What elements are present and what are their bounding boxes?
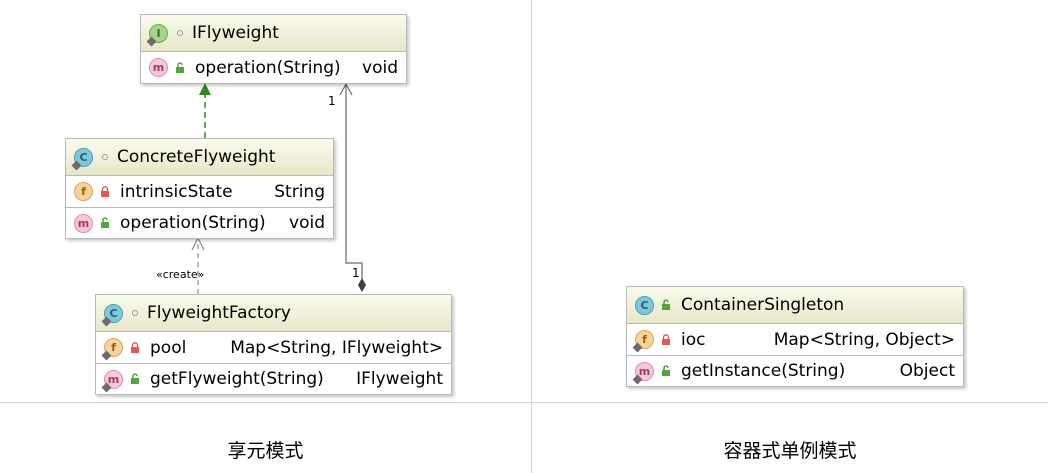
field-row: f intrinsicState String [66,176,333,207]
class-icon: C [635,295,654,315]
field-icon: f [632,330,654,353]
field-icon: f [74,182,93,201]
class-concrete-flyweight[interactable]: C ConcreteFlyweight f intrinsicState Str… [65,138,334,239]
class-flyweight-factory[interactable]: C FlyweightFactory f pool Map<String, IF… [95,294,452,395]
method-type: IFlyweight [356,369,443,389]
class-header: C ContainerSingleton [627,287,963,324]
multiplicity-bottom: 1 [352,266,360,280]
public-lock-icon [129,373,141,385]
class-name: ContainerSingleton [681,295,845,315]
method-icon: m [101,369,123,392]
interface-icon: I [146,23,168,46]
method-type: Object [899,361,955,381]
singleton-caption: 容器式单例模式 [723,440,857,462]
association-arrowhead [339,82,353,96]
field-name: intrinsicState [120,181,233,202]
class-header: C ConcreteFlyweight [66,139,333,176]
aggregation-diamond [358,278,366,292]
field-row: f ioc Map<String, Object> [627,324,963,355]
flyweight-caption: 享元模式 [227,440,304,462]
public-lock-icon [174,61,186,74]
class-name: FlyweightFactory [147,303,291,323]
method-row: m operation(String) void [141,52,406,83]
method-type: void [289,213,325,233]
public-lock-icon [660,299,672,311]
method-row: m getInstance(String) Object [627,355,963,386]
method-icon: m [149,58,168,77]
caption-divider [0,402,1048,403]
field-type: Map<String, Object> [773,329,955,350]
private-lock-icon [99,185,111,198]
method-type: void [362,57,398,78]
class-name: ConcreteFlyweight [117,147,276,167]
class-container-singleton[interactable]: C ContainerSingleton f ioc Map<String, O… [626,286,964,387]
private-lock-icon [129,341,141,354]
create-stereotype-label: «create» [156,268,205,281]
association-line [345,84,363,282]
panel-divider [531,0,532,473]
field-type: String [274,181,325,202]
package-visibility-icon [177,30,183,36]
class-icon: C [101,303,123,326]
public-lock-icon [660,365,672,377]
private-lock-icon [660,333,672,346]
field-icon: f [101,338,123,361]
public-lock-icon [99,217,111,229]
realization-arrowhead [199,83,211,95]
class-header: C FlyweightFactory [96,295,451,332]
field-name: pool [150,337,187,358]
class-icon: C [71,147,93,170]
field-name: ioc [681,329,706,350]
class-iflyweight[interactable]: I IFlyweight m operation(String) void [140,14,407,84]
method-name: operation(String) [195,57,341,78]
multiplicity-top: 1 [328,94,336,108]
package-visibility-icon [102,154,108,160]
package-visibility-icon [132,310,138,316]
field-row: f pool Map<String, IFlyweight> [96,332,451,363]
field-type: Map<String, IFlyweight> [230,337,443,358]
method-icon: m [74,213,93,233]
method-row: m getFlyweight(String) IFlyweight [96,363,451,394]
class-name: IFlyweight [192,23,279,43]
method-name: getFlyweight(String) [150,369,324,389]
method-icon: m [632,361,654,384]
method-name: getInstance(String) [681,361,846,381]
class-header: I IFlyweight [141,15,406,52]
method-name: operation(String) [120,213,266,233]
method-row: m operation(String) void [66,207,333,238]
